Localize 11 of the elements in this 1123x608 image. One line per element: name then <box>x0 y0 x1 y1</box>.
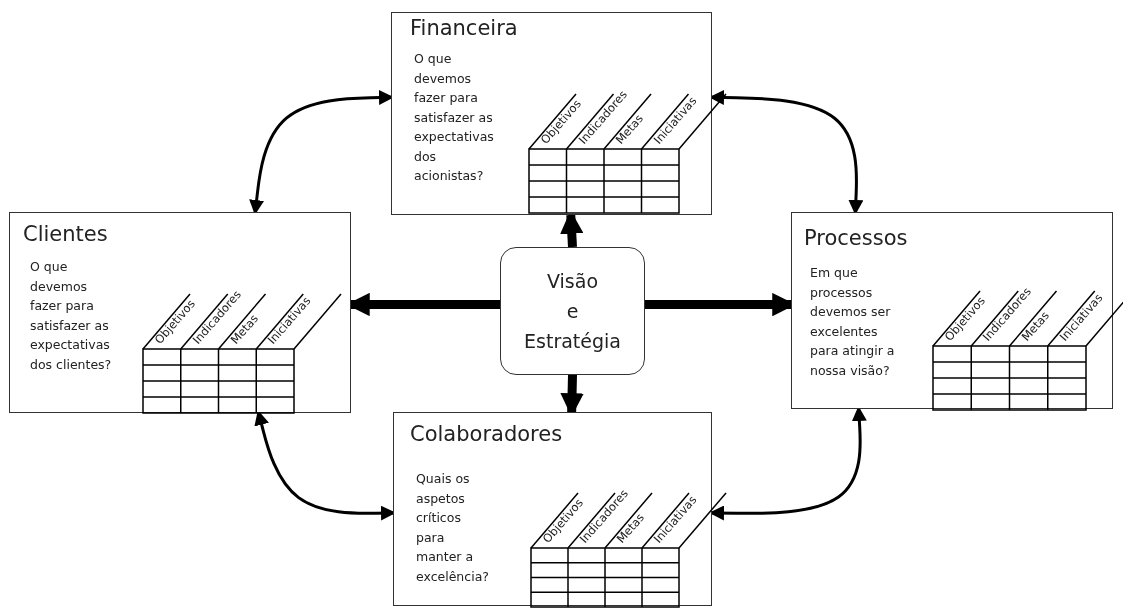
perspective-title: Clientes <box>23 223 108 247</box>
perspective-question: O que devemos fazer para satisfazer as expectativas dos acionistas? <box>414 50 495 185</box>
perspective-title: Processos <box>804 227 908 251</box>
perspective-question: O que devemos fazer para satisfazer as expectativas dos clientes? <box>30 258 113 374</box>
vision-strategy-box <box>500 247 645 375</box>
perspective-title: Colaboradores <box>410 423 563 447</box>
perspective-question: Quais os aspetos críticos para manter a excelência? <box>416 470 490 586</box>
center-text: Visão e Estratégia <box>523 269 622 354</box>
perspective-question: Em que processos devemos ser excelentes para atingir a nossa visão? <box>810 264 896 380</box>
perspective-box <box>9 212 351 413</box>
perspective-title: Financeira <box>410 17 518 41</box>
